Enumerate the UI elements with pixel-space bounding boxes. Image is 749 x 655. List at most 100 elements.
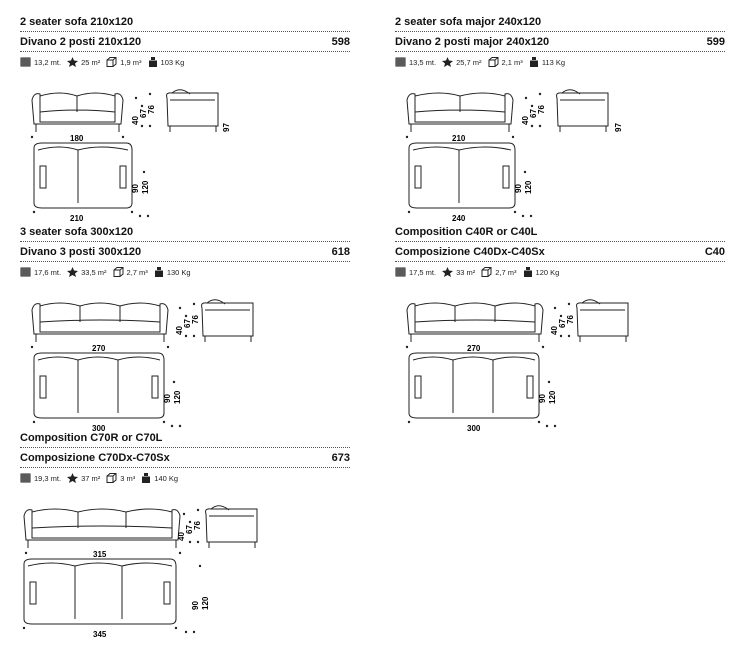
box-icon [106,57,117,67]
title-it: Divano 2 posti major 240x120 [395,36,550,48]
specs: 13,2 mt. 25 m² 1,9 m³ 103 Kg [20,57,350,67]
dim-seat-height: 40 [521,116,530,125]
box-icon [113,267,124,277]
sofa-front-view [23,508,181,541]
product-code: 618 [331,246,350,258]
dim-front-width: 270 [467,344,481,353]
title-en: 2 seater sofa major 240x120 [395,16,725,32]
weight-icon [523,267,532,277]
specs: 17,6 mt. 33,5 m² 2,7 m³ 130 Kg [20,267,350,277]
product-618: 3 seater sofa 300x120 Divano 3 posti 300… [20,226,350,433]
title-it: Composizione C40Dx-C40Sx [395,246,545,258]
dim-front-width: 210 [452,134,466,143]
title-it: Composizione C70Dx-C70Sx [20,452,170,464]
technical-drawing: 180 210 40 67 76 97 90 120 [30,89,231,223]
title-en: 2 seater sofa 210x120 [20,16,350,32]
dim-seat-depth: 90 [131,184,140,193]
dim-arm-height: 67 [183,319,192,328]
dim-total-depth: 120 [201,596,210,610]
dim-total-depth: 120 [524,180,533,194]
hide-icon [67,473,79,483]
leather-value: 25 m² [81,57,101,67]
title-en: Composition C40R or C40L [395,226,725,242]
product-code: 673 [331,452,350,464]
product-code: 599 [706,36,725,48]
dim-top-width: 240 [452,214,466,223]
sofa-side-view [205,505,258,548]
dim-side-depth: 97 [222,123,231,132]
dim-back-height: 76 [191,315,200,324]
sofa-side-view [201,299,254,342]
dim-front-width: 270 [92,344,106,353]
volume-value: 2,7 m³ [126,267,148,277]
product-673: Composition C70R or C70L Composizione C7… [20,432,350,639]
sofa-side-view [556,89,609,132]
sofa-side-view [576,299,629,342]
dim-side-depth: 97 [614,123,623,132]
weight-icon [148,57,157,67]
weight-value: 120 Kg [535,267,560,277]
dim-back-height: 76 [537,105,546,114]
dim-seat-depth: 90 [514,184,523,193]
sofa-front-view [406,92,514,125]
weight-icon [142,473,151,483]
dim-arm-height: 67 [139,109,148,118]
fabric-value: 19,3 mt. [34,473,62,483]
dim-seat-height: 40 [131,116,140,125]
sofa-front-view [31,92,124,125]
hide-icon [442,57,454,67]
sofa-front-view [406,302,544,335]
fabric-value: 17,6 mt. [34,267,62,277]
dim-seat-height: 40 [175,326,184,335]
leather-value: 37 m² [81,473,101,483]
technical-drawing: 315 345 40 67 76 90 120 [22,505,258,639]
box-icon [481,267,492,277]
dim-top-width: 345 [93,630,107,639]
product-code: C40 [704,246,725,258]
dim-total-depth: 120 [173,390,182,404]
product-c40: Composition C40R or C40L Composizione C4… [395,226,725,433]
dim-top-width: 210 [70,214,84,223]
volume-value: 3 m³ [120,473,136,483]
product-code: 598 [331,36,350,48]
hide-icon [67,267,79,277]
leather-value: 33,5 m² [81,267,107,277]
fabric-roll-icon [20,57,31,67]
sofa-top-view [33,142,133,209]
hide-icon [442,267,454,277]
weight-icon [154,267,163,277]
fabric-value: 17,5 mt. [409,267,437,277]
dim-back-height: 76 [566,315,575,324]
dim-total-depth: 120 [141,180,150,194]
sofa-top-view [408,352,540,419]
dim-top-width: 300 [467,424,481,433]
sofa-top-view [23,558,177,625]
fabric-roll-icon [20,473,31,483]
dim-seat-depth: 90 [538,394,547,403]
dim-seat-height: 40 [177,532,186,541]
dim-front-width: 180 [70,134,84,143]
fabric-roll-icon [395,57,406,67]
fabric-roll-icon [395,267,406,277]
volume-value: 1,9 m³ [120,57,142,67]
dim-arm-height: 67 [529,109,538,118]
weight-value: 113 Kg [541,57,566,67]
dim-back-height: 76 [193,521,202,530]
volume-value: 2,7 m³ [495,267,517,277]
dim-seat-depth: 90 [191,601,200,610]
dim-top-width: 300 [92,424,106,433]
product-598: 2 seater sofa 210x120 Divano 2 posti 210… [20,16,350,223]
sofa-front-view [31,302,169,335]
hide-icon [67,57,79,67]
box-icon [488,57,499,67]
dim-arm-height: 67 [185,525,194,534]
technical-drawing: 270 300 40 67 76 90 120 [405,299,629,433]
box-icon [106,473,117,483]
sofa-top-view [33,352,165,419]
dim-seat-height: 40 [550,326,559,335]
dim-seat-depth: 90 [163,394,172,403]
title-it: Divano 2 posti 210x120 [20,36,142,48]
technical-drawing: 270 300 40 67 76 90 120 [30,299,254,433]
leather-value: 33 m² [456,267,476,277]
weight-icon [529,57,538,67]
